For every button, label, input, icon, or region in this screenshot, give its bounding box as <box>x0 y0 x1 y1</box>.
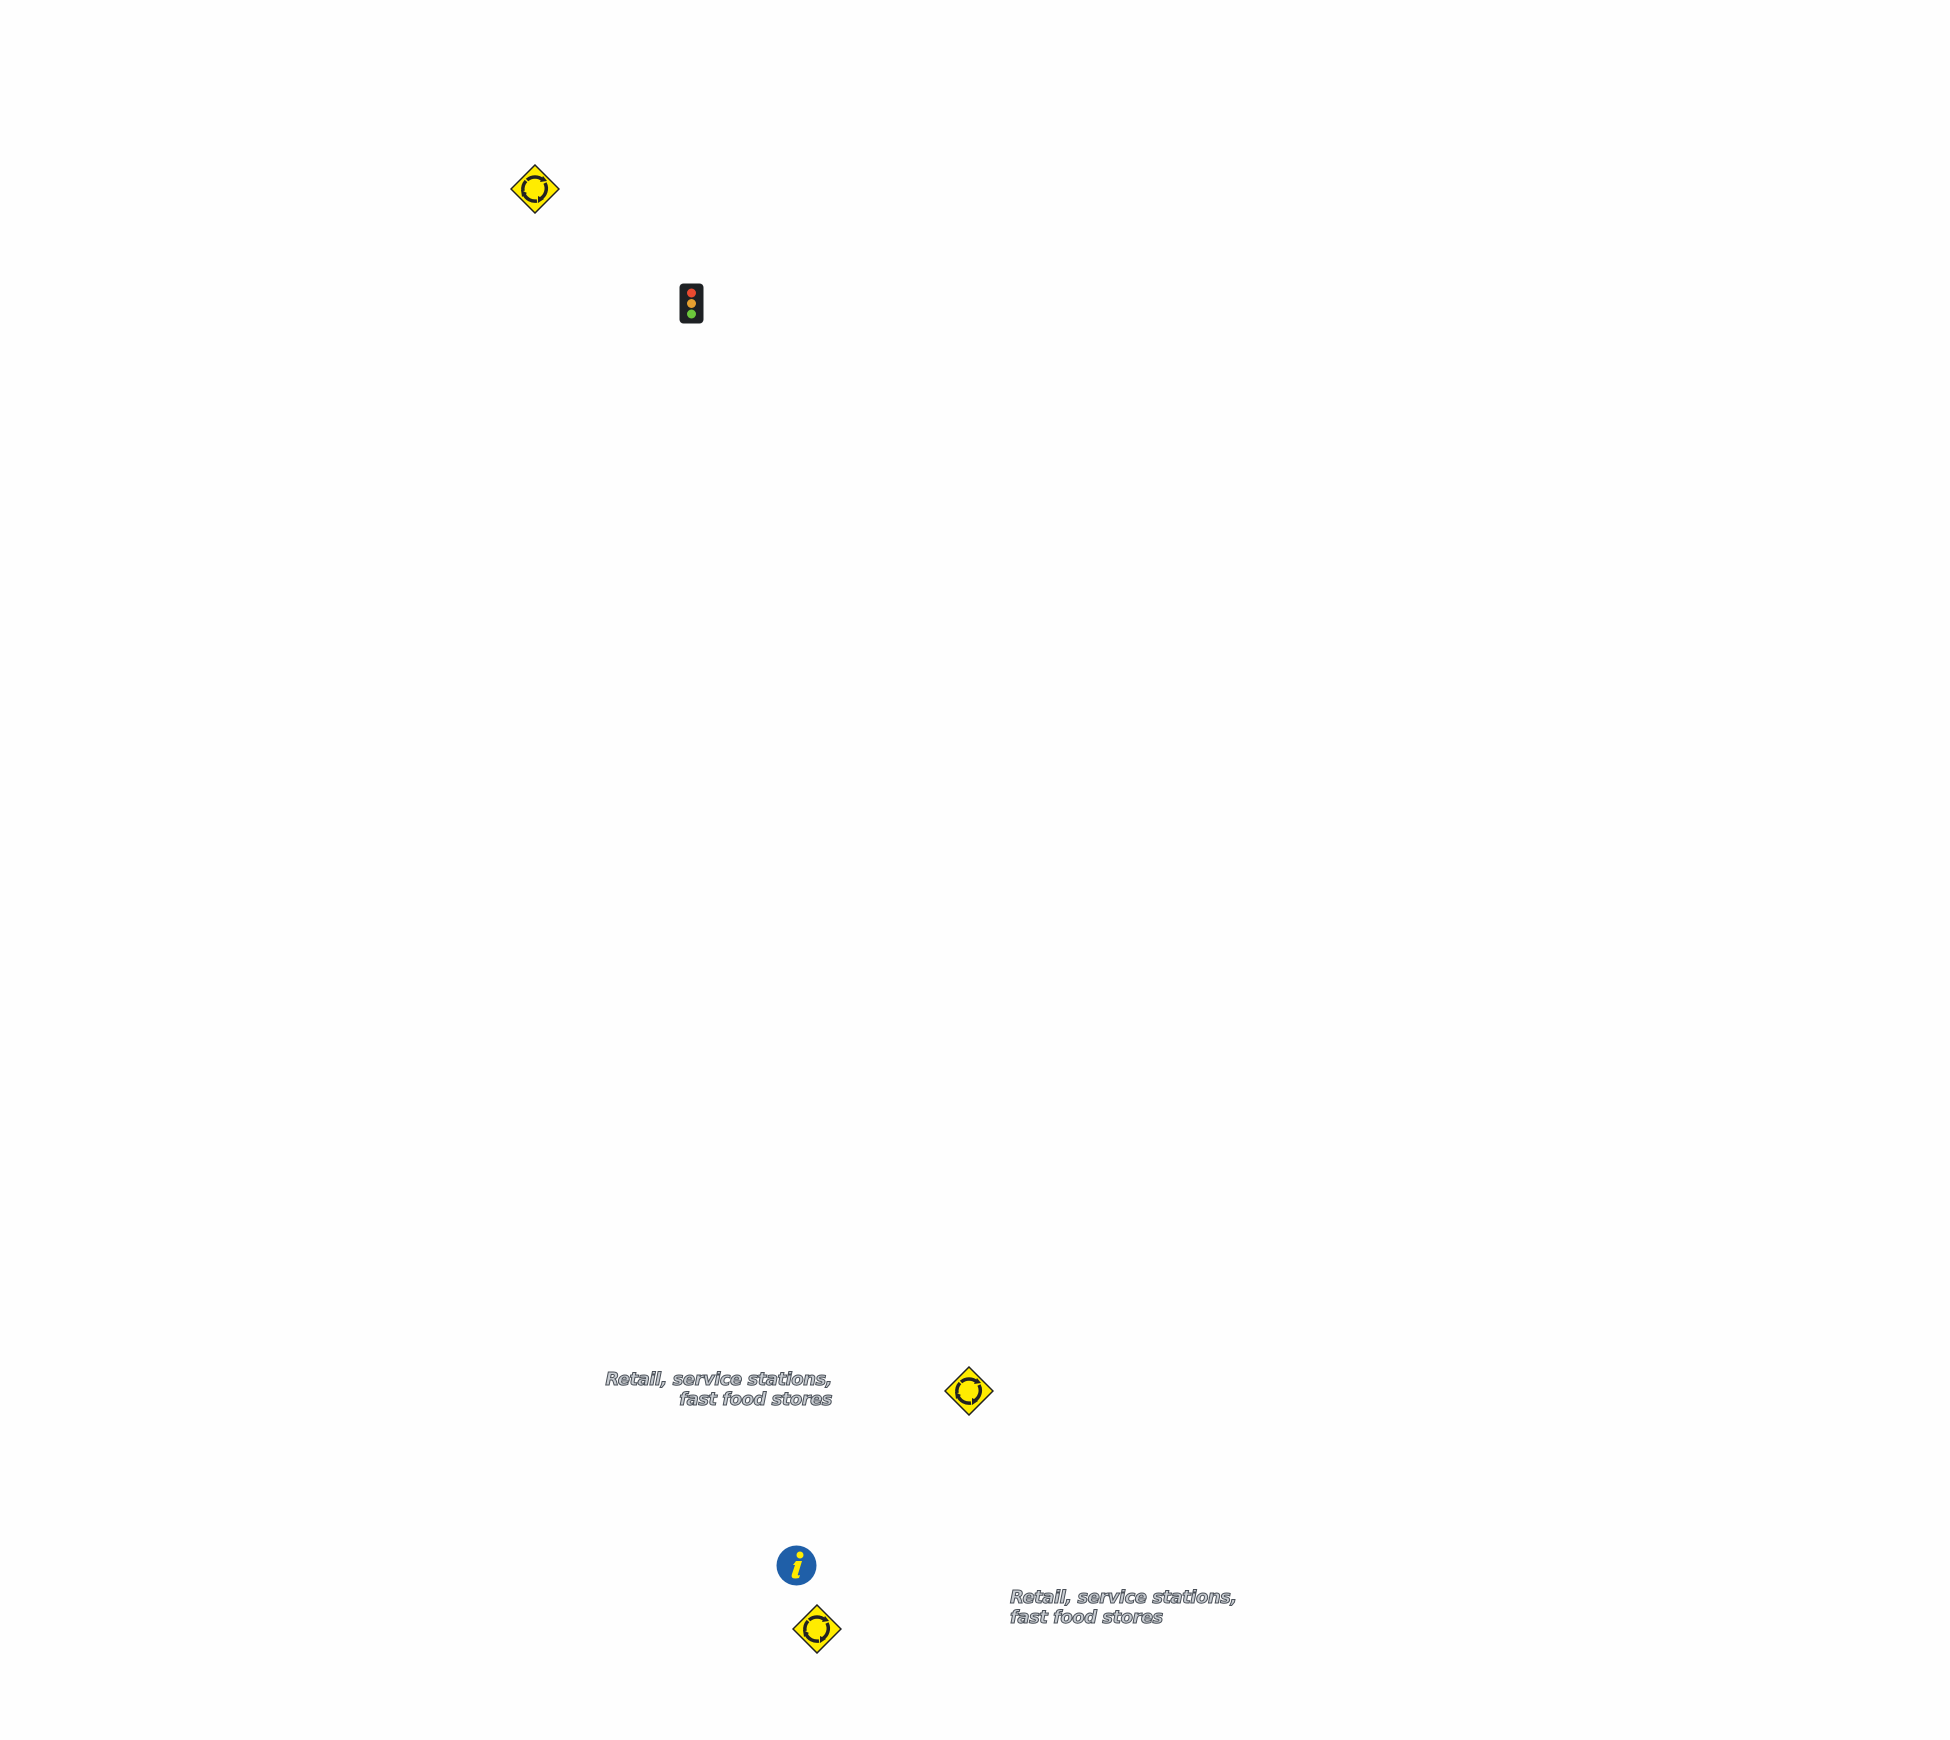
label-line: Retail, service stations, <box>605 1369 833 1390</box>
roundabout-icon <box>510 164 560 214</box>
poi-label-retail: Retail, service stations, fast food stor… <box>1010 1587 1238 1628</box>
roundabout-icon <box>792 1604 842 1654</box>
roundabout-icon <box>944 1366 994 1416</box>
traffic-light-icon <box>679 283 704 324</box>
label-line: fast food stores <box>679 1389 833 1410</box>
information-icon <box>776 1545 817 1586</box>
poi-label-retail: Retail, service stations, fast food stor… <box>605 1369 833 1410</box>
label-line: fast food stores <box>1010 1607 1164 1628</box>
label-line: Retail, service stations, <box>1010 1587 1238 1608</box>
